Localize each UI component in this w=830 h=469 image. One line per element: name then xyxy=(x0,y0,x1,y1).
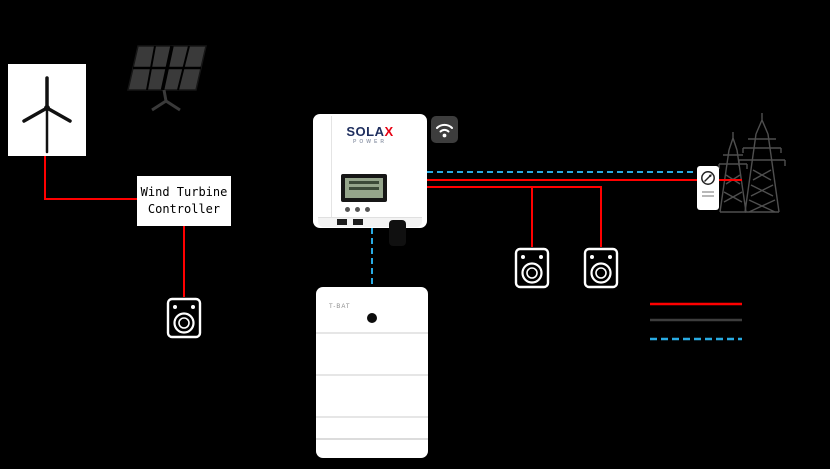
lcd-text-line xyxy=(349,187,379,190)
inverter-display xyxy=(341,174,387,202)
battery-module-seam xyxy=(316,374,428,376)
solar-panel-icon xyxy=(127,45,207,112)
inverter-brand-logo: SOLAX xyxy=(313,124,427,139)
wifi-dongle-icon xyxy=(431,116,458,143)
transmission-tower-icon xyxy=(718,113,786,213)
load-appliance-icon xyxy=(166,297,202,339)
battery-module-seam xyxy=(316,416,428,418)
controller-label-line1: Wind Turbine xyxy=(140,185,228,199)
load-appliance-icon xyxy=(514,247,550,289)
wind-turbine-glyph xyxy=(22,76,72,154)
inverter-ac-connector xyxy=(389,220,406,246)
inverter: SOLAX POWER xyxy=(313,114,427,246)
battery-base-seam xyxy=(316,438,428,440)
battery-stack: T-BAT xyxy=(316,287,428,458)
inverter-button xyxy=(365,207,370,212)
inverter-lcd-screen xyxy=(345,178,383,198)
battery-brand-label: T-BAT xyxy=(329,304,351,310)
load-appliance-icon xyxy=(583,247,619,289)
wind-turbine-icon xyxy=(8,64,86,156)
battery-status-button xyxy=(367,313,377,323)
legend xyxy=(650,302,742,341)
controller-label-line2: Controller xyxy=(147,202,221,216)
battery-module-seam xyxy=(316,332,428,334)
wire-turbine-to-controller xyxy=(44,156,137,200)
wind-turbine-controller-box: Wind Turbine Controller xyxy=(137,176,231,226)
inverter-port xyxy=(337,219,347,225)
inverter-button xyxy=(355,207,360,212)
inverter-panel-seam xyxy=(331,116,332,226)
inverter-brand-subtitle: POWER xyxy=(353,139,387,145)
inverter-port-strip xyxy=(318,217,422,227)
brand-x: X xyxy=(384,124,394,139)
inverter-port xyxy=(353,219,363,225)
brand-main: SOLA xyxy=(346,124,385,139)
inverter-button xyxy=(345,207,350,212)
lcd-text-line xyxy=(349,181,379,184)
energy-meter-icon xyxy=(697,166,719,210)
